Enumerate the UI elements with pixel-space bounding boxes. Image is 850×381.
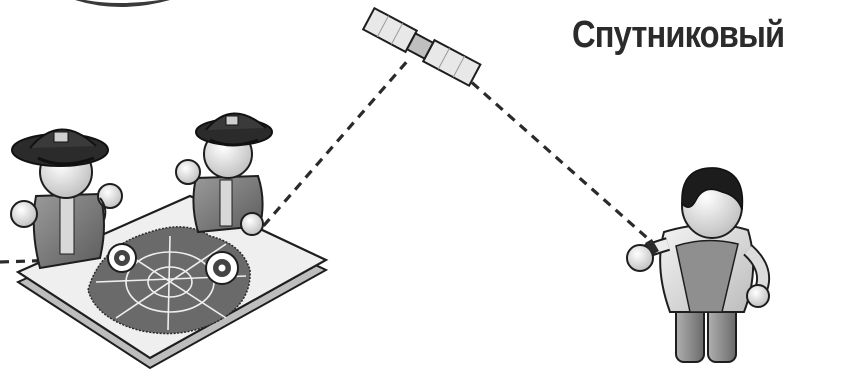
satellite-icon [363,8,480,86]
phone-user-figure [627,168,769,362]
map-target-right [206,252,238,284]
page-title: Спутниковый [572,14,784,57]
top-left-object [75,0,170,7]
map-target-left [108,244,136,272]
signal-line-satellite-to-phone [460,72,654,244]
